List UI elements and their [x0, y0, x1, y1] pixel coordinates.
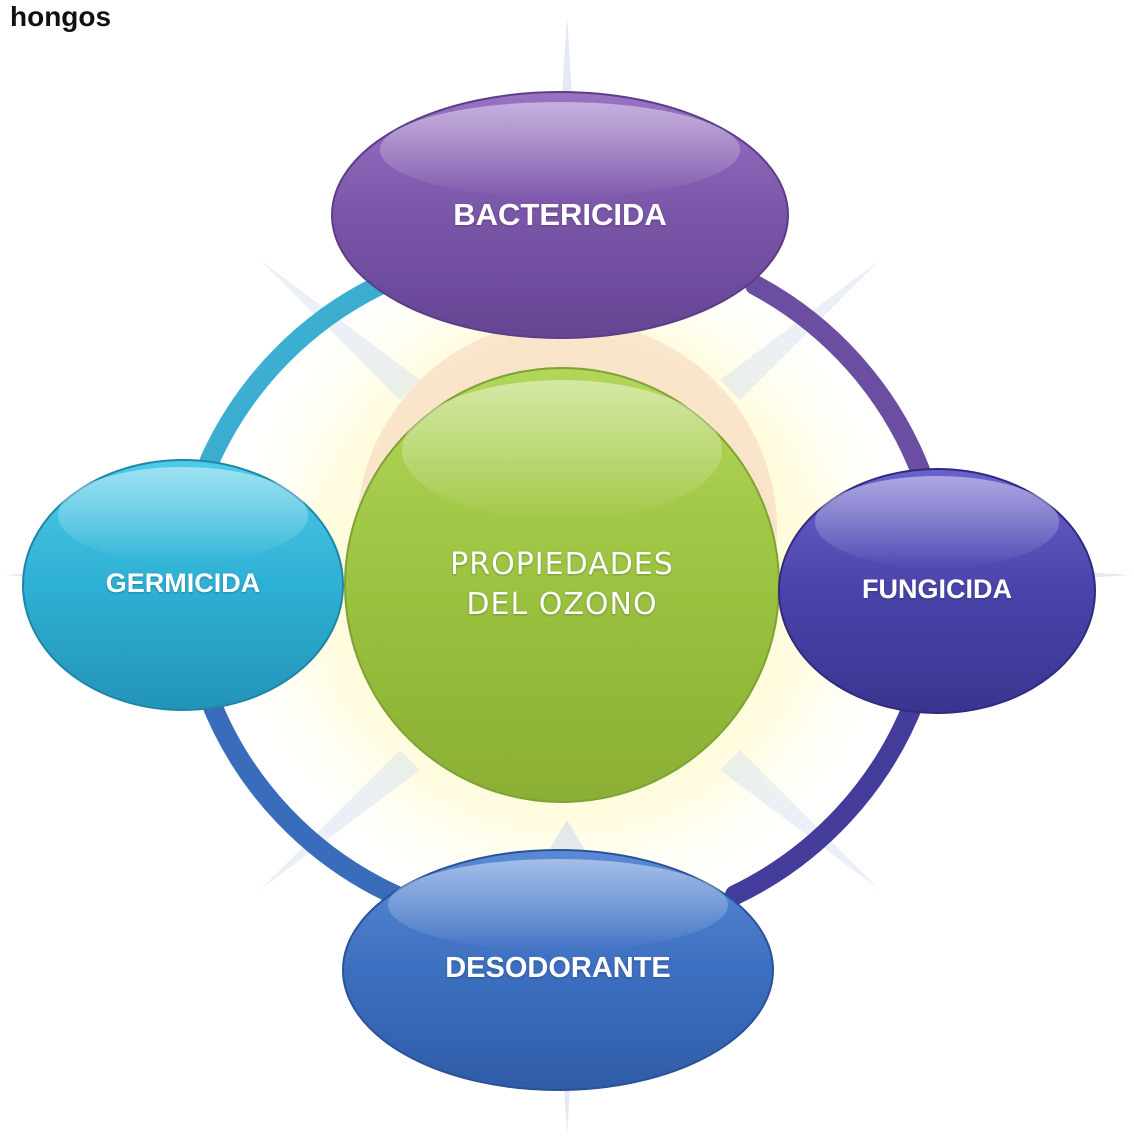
- center-label-line1: PROPIEDADES: [450, 547, 674, 582]
- center-label: PROPIEDADES DEL OZONO: [372, 525, 752, 645]
- node-top-label: BACTERICIDA: [453, 197, 667, 232]
- node-top: [331, 91, 789, 339]
- center-label-line2: DEL OZONO: [466, 587, 658, 622]
- center-node: [344, 367, 780, 803]
- node-left: [22, 459, 344, 711]
- outer-ring: [200, 275, 930, 905]
- node-right-label: FUNGICIDA: [862, 573, 1012, 604]
- node-bottom-label: DESODORANTE: [445, 951, 671, 984]
- node-right: [778, 468, 1096, 714]
- node-left-label: GERMICIDA: [105, 567, 261, 598]
- node-bottom: [342, 849, 774, 1091]
- page-heading: hongos: [10, 1, 112, 32]
